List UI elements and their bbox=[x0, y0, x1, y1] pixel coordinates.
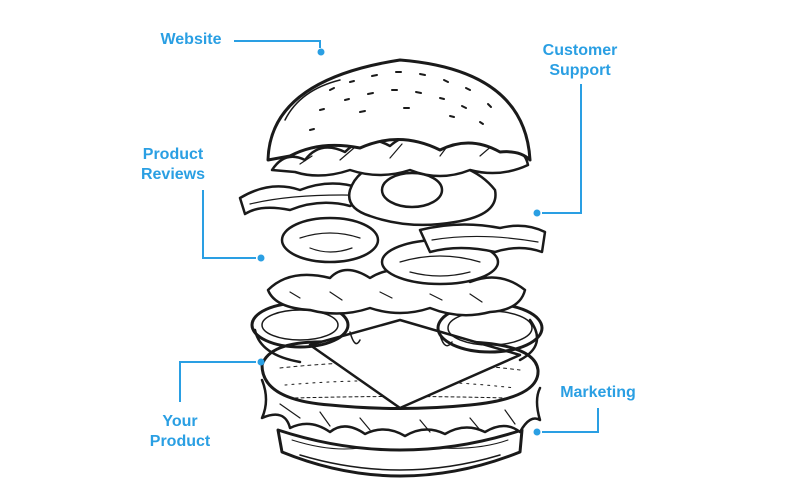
callout-your-product-line2: Product bbox=[149, 433, 211, 450]
callout-product-reviews-line2: Reviews bbox=[140, 166, 206, 183]
callout-your-product: Your Product bbox=[138, 412, 222, 452]
top-bun bbox=[266, 58, 532, 162]
tomato-slices bbox=[280, 216, 500, 286]
callout-product-reviews-line1: Product bbox=[142, 146, 204, 163]
callout-customer-support: Customer Support bbox=[530, 41, 630, 81]
connector-your-product bbox=[179, 358, 265, 402]
connector-website bbox=[234, 40, 325, 56]
connector-marketing bbox=[533, 408, 599, 436]
callout-your-product-line1: Your bbox=[162, 413, 198, 430]
callout-marketing: Marketing bbox=[550, 383, 646, 403]
callout-website-text: Website bbox=[160, 31, 222, 48]
connector-customer-support bbox=[533, 84, 582, 217]
callout-customer-support-line1: Customer bbox=[542, 42, 618, 59]
callout-website: Website bbox=[150, 30, 232, 50]
bottom-bun bbox=[276, 428, 524, 478]
callout-product-reviews: Product Reviews bbox=[130, 145, 216, 185]
fried-egg bbox=[347, 158, 497, 227]
callout-customer-support-line2: Support bbox=[549, 62, 611, 79]
callout-marketing-text: Marketing bbox=[560, 384, 636, 401]
connector-product-reviews bbox=[202, 190, 265, 262]
